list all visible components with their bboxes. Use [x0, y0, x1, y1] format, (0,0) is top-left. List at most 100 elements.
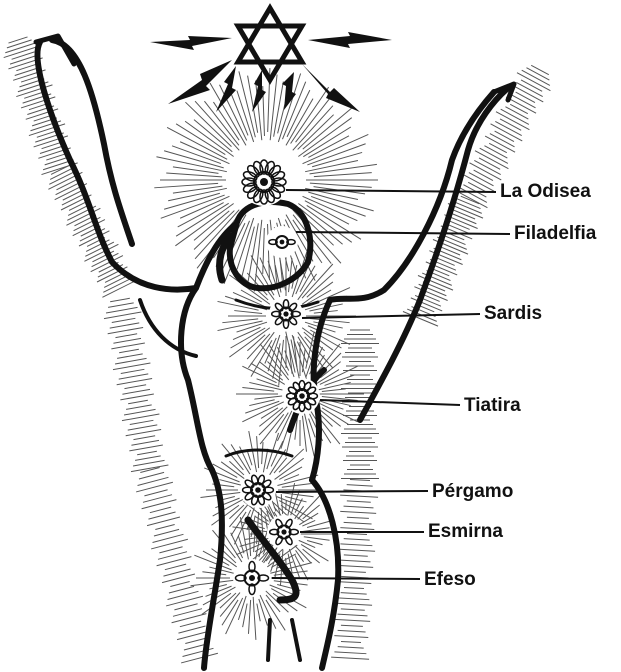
aura-hatch [340, 544, 372, 546]
aura-hatch [512, 85, 544, 102]
sacral-chakra-icon [267, 515, 301, 549]
aura-ray [173, 167, 219, 173]
aura-ray [202, 572, 226, 575]
aura-hatch [63, 190, 83, 200]
aura-ray [190, 580, 234, 586]
aura-hatch [340, 511, 376, 513]
aura-hatch [133, 460, 165, 466]
aura-hatch [334, 636, 368, 638]
aura-hatch [495, 131, 514, 141]
aura-ray [322, 389, 346, 392]
aura-hatch [130, 420, 154, 424]
aura-ray [299, 540, 316, 547]
aura-ray [281, 494, 282, 514]
aura-hatch [113, 363, 150, 370]
aura-hatch [337, 565, 373, 567]
aura-hatch [128, 400, 148, 403]
aura-ray [296, 550, 304, 561]
root-chakra-icon [233, 559, 271, 597]
label-sardis: Sardis [484, 304, 542, 323]
aura-hatch [474, 170, 493, 180]
aura-hatch [126, 429, 161, 435]
aura-hatch [102, 280, 136, 297]
aura-hatch [135, 456, 161, 461]
aura-hatch [350, 479, 370, 480]
label-tiatira: Tiatira [464, 396, 521, 415]
aura-hatch [122, 414, 159, 421]
aura-hatch [338, 614, 368, 616]
aura-ray [305, 201, 349, 224]
aura-hatch [510, 104, 528, 113]
aura-hatch [475, 151, 508, 169]
aura-hatch [159, 547, 182, 553]
aura-hatch [120, 394, 153, 400]
aura-hatch [468, 182, 486, 191]
aura-hatch [131, 465, 168, 472]
aura-hatch [340, 495, 378, 497]
aura-hatch [170, 581, 189, 586]
aura-hatch [105, 274, 123, 283]
aura-hatch [151, 539, 188, 549]
aura-hatch [139, 472, 164, 479]
aura-hatch [136, 482, 173, 492]
aura-hatch [344, 506, 374, 508]
aura-hatch [344, 555, 368, 556]
aura-hatch [347, 517, 369, 518]
aura-hatch [154, 529, 179, 536]
aura-hatch [121, 369, 145, 373]
aura-hatch [347, 485, 373, 486]
aura-hatch [485, 136, 515, 152]
aura-hatch [137, 451, 157, 454]
aura-ray [222, 319, 258, 323]
aura-ray [219, 480, 242, 486]
aura-hatch [163, 569, 190, 576]
aura-ray [282, 483, 314, 487]
aura-hatch [133, 436, 155, 440]
aura-hatch [111, 343, 144, 349]
aura-hatch [10, 55, 39, 64]
aura-hatch [56, 179, 77, 190]
aura-hatch [129, 445, 162, 451]
aura-ray [260, 414, 284, 444]
aura-hatch [334, 603, 372, 605]
aura-hatch [155, 524, 174, 529]
aura-hatch [110, 323, 140, 328]
aura-ray [213, 102, 239, 140]
aura-hatch [341, 560, 371, 562]
aura-ray [242, 388, 274, 392]
aura-hatch [464, 175, 494, 191]
aura-hatch [69, 202, 87, 211]
aura-hatch [110, 298, 130, 301]
aura-hatch [344, 587, 364, 588]
aura-hatch [484, 146, 507, 158]
aura-ray [234, 311, 262, 314]
aura-ray [310, 183, 372, 187]
aura-hatch [51, 166, 69, 175]
aura-ray [253, 596, 256, 640]
aura-ray [243, 604, 247, 628]
aura-hatch [334, 619, 370, 621]
aura-hatch [453, 210, 475, 219]
aura-hatch [124, 409, 156, 415]
aura-ray [303, 134, 369, 163]
leader-line [320, 400, 460, 405]
aura-ray [257, 604, 260, 622]
aura-ray [173, 186, 223, 193]
aura-hatch [344, 571, 366, 572]
aura-hatch [337, 582, 371, 584]
aura-ray [304, 537, 330, 541]
aura-ray [168, 188, 227, 200]
aura-hatch [337, 549, 375, 551]
aura-hatch [5, 43, 35, 53]
leader-line [276, 491, 428, 492]
aura-hatch [491, 124, 523, 141]
lightning-bolt-icon [150, 32, 392, 112]
aura-hatch [470, 163, 502, 180]
aura-hatch [119, 349, 139, 352]
aura-hatch [334, 652, 366, 654]
aura-ray [211, 505, 239, 525]
aura-hatch [500, 119, 521, 130]
aura-hatch [117, 354, 143, 359]
aura-ray [185, 121, 234, 156]
aura-hatch [526, 68, 549, 80]
